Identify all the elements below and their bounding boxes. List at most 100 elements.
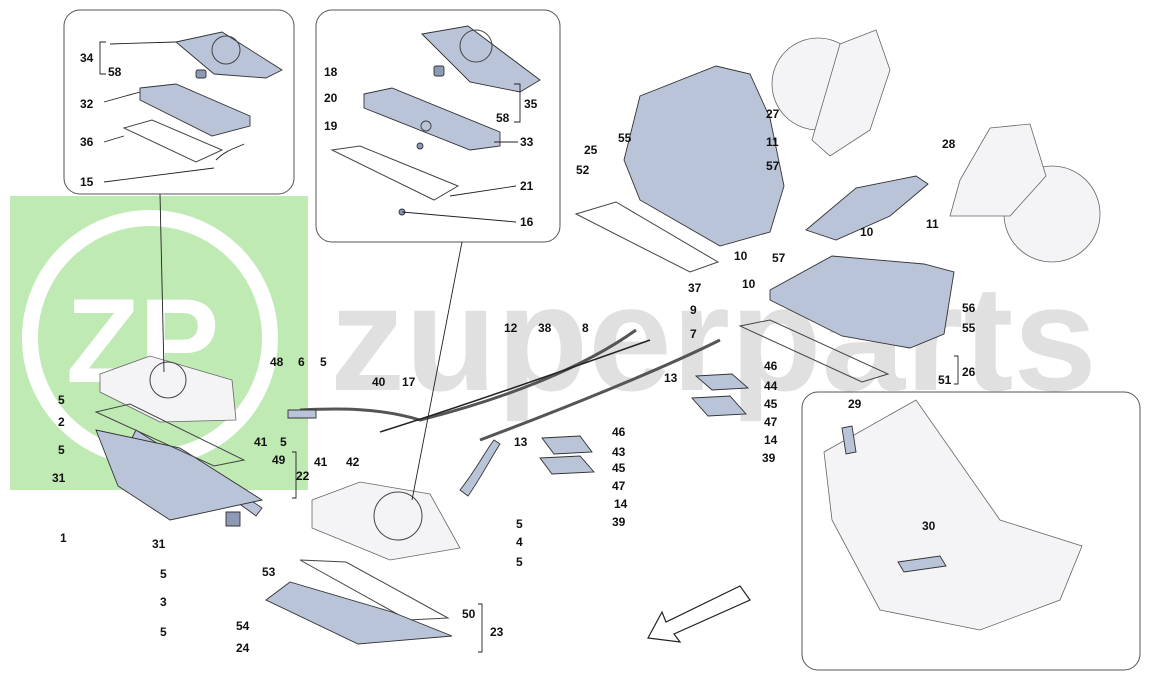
callout-17: 17 <box>402 375 416 389</box>
leader-36 <box>103 135 125 143</box>
brackets-right <box>539 373 750 475</box>
bracket-43 <box>541 435 593 455</box>
callout-20: 20 <box>324 91 338 105</box>
callout-31-lower: 31 <box>152 537 166 551</box>
callout-58-right: 58 <box>496 111 510 125</box>
callout-5-top: 5 <box>320 355 327 369</box>
air-duct-23 <box>265 581 453 645</box>
leader-left-inset-down <box>159 193 165 373</box>
suspension-sketches <box>771 29 1101 263</box>
bracket-45-lower <box>539 455 595 475</box>
leader-bracket-22 <box>292 451 297 499</box>
callout-15: 15 <box>80 175 94 189</box>
callout-5-centre-b: 5 <box>516 555 523 569</box>
callout-42: 42 <box>346 455 360 469</box>
leader-right-inset-down <box>411 241 463 501</box>
callout-11-right: 11 <box>926 217 939 231</box>
callout-25: 25 <box>584 143 598 157</box>
callout-1: 1 <box>60 531 67 545</box>
callout-47-lower: 47 <box>612 479 626 493</box>
callout-5-left-a: 5 <box>58 393 65 407</box>
callout-33: 33 <box>520 135 534 149</box>
callout-52: 52 <box>576 163 590 177</box>
fan-35 <box>459 29 493 63</box>
callout-54: 54 <box>236 619 250 633</box>
seal-52 <box>574 201 720 273</box>
leader-32 <box>103 91 141 103</box>
callout-5-lower-a: 5 <box>160 567 167 581</box>
callout-5-mid: 5 <box>280 435 287 449</box>
callout-19: 19 <box>324 119 338 133</box>
callout-51: 51 <box>938 373 952 387</box>
clip-31 <box>225 511 241 527</box>
callout-53: 53 <box>262 565 276 579</box>
frame-21 <box>330 145 460 201</box>
callout-45-lower: 45 <box>612 461 626 475</box>
left-assembly <box>94 355 264 527</box>
callout-18: 18 <box>324 65 338 79</box>
callout-58-left: 58 <box>108 65 122 79</box>
callout-3: 3 <box>160 595 167 609</box>
fan-shroud-35 <box>421 25 541 93</box>
callout-6: 6 <box>298 355 305 369</box>
callout-44: 44 <box>764 379 778 393</box>
pipe-15 <box>215 143 245 161</box>
grommet-58-left <box>195 69 207 79</box>
pipe-12 <box>299 328 637 422</box>
fan-centre <box>373 491 423 541</box>
air-duct-28 <box>805 175 929 241</box>
callout-50: 50 <box>462 607 476 621</box>
callout-38: 38 <box>538 321 552 335</box>
callout-8: 8 <box>582 321 589 335</box>
upper-right-ducts <box>574 65 955 383</box>
callout-26: 26 <box>962 365 976 379</box>
bracket-45-upper <box>691 395 747 417</box>
grommet-58-right <box>433 65 445 77</box>
radiator-33 <box>363 87 501 151</box>
centre-assembly <box>265 481 461 645</box>
callout-7: 7 <box>690 327 697 341</box>
leader-21 <box>449 185 517 197</box>
leader-lines <box>99 41 959 653</box>
right-inset-parts <box>330 25 541 216</box>
leader-bracket-34 <box>99 41 106 75</box>
callout-31-left: 31 <box>52 471 66 485</box>
leader-16 <box>401 211 517 223</box>
callout-4: 4 <box>516 535 523 549</box>
callout-10-mid: 10 <box>860 225 874 239</box>
callout-56: 56 <box>962 301 976 315</box>
seal-18 <box>420 120 432 132</box>
callout-41-right: 41 <box>314 455 328 469</box>
callout-41-left: 41 <box>254 435 268 449</box>
callout-32: 32 <box>80 97 94 111</box>
leader-bracket-35 <box>514 83 521 123</box>
callout-49: 49 <box>272 453 286 467</box>
leader-bracket-26 <box>954 355 959 385</box>
seal-49 <box>94 403 246 467</box>
suspension-arm-lower <box>949 123 1047 217</box>
callout-5-centre-a: 5 <box>516 517 523 531</box>
callout-22: 22 <box>296 469 310 483</box>
air-duct-26 <box>769 255 955 349</box>
callout-10-upper: 10 <box>734 249 748 263</box>
hose-4 <box>459 439 501 497</box>
callout-28: 28 <box>942 137 956 151</box>
callout-9: 9 <box>690 303 697 317</box>
callout-11-upper: 11 <box>766 135 779 149</box>
callout-14-upper: 14 <box>764 433 778 447</box>
callout-57-upper: 57 <box>766 159 780 173</box>
pipe-8 <box>479 338 721 442</box>
callout-39-lower: 39 <box>612 515 626 529</box>
callout-14-lower: 14 <box>614 497 628 511</box>
callout-40: 40 <box>372 375 386 389</box>
callout-5-lower-b: 5 <box>160 625 167 639</box>
direction-arrow <box>647 585 751 643</box>
callout-10-lower: 10 <box>742 277 756 291</box>
fan-shroud-34 <box>175 31 283 79</box>
bracket-29 <box>841 425 857 455</box>
bracket-44 <box>694 373 750 391</box>
front-bumper <box>823 399 1083 631</box>
callout-34: 34 <box>80 51 94 65</box>
callout-55-lower: 55 <box>962 321 976 335</box>
